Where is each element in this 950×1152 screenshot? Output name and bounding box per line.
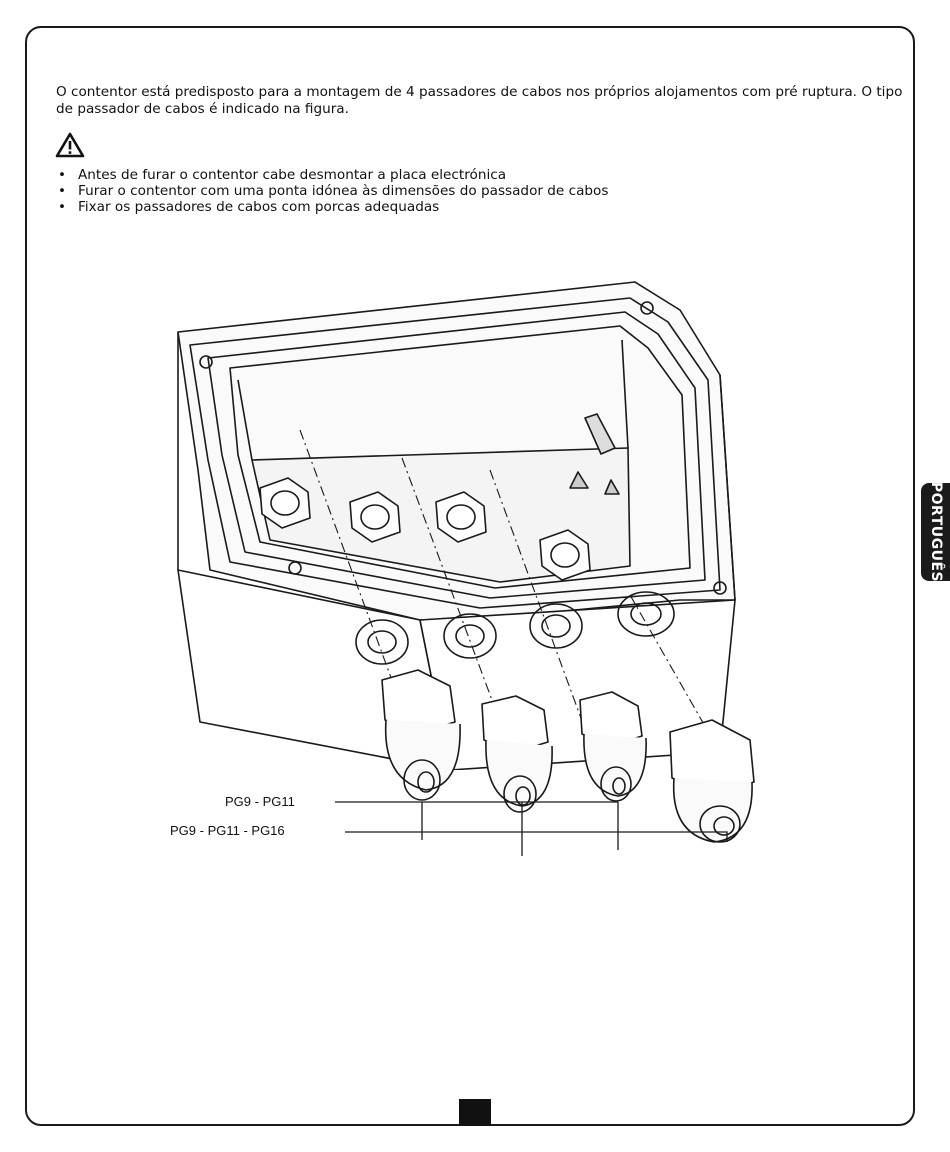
page-marker — [459, 1099, 491, 1126]
cable-gland-pg9-a — [481, 695, 553, 813]
enclosure-cable-gland-drawing — [177, 281, 736, 770]
cable-gland-pg16 — [669, 719, 755, 843]
cable-gland-pg11 — [381, 669, 461, 801]
instruction-list: Antes de furar o contentor cabe desmonta… — [56, 167, 608, 215]
instruction-item: Antes de furar o contentor cabe desmonta… — [56, 167, 608, 183]
cable-glands-drawing — [381, 669, 755, 843]
language-tab-label: PORTUGUÊS — [927, 481, 944, 583]
inner-nuts — [259, 471, 620, 581]
instruction-item: Furar o contentor com uma ponta idónea à… — [56, 183, 608, 199]
label-pg9-pg11-pg16: PG9 - PG11 - PG16 — [170, 823, 285, 838]
label-pg9-pg11: PG9 - PG11 — [225, 794, 295, 809]
knockout-holes — [355, 591, 675, 665]
intro-paragraph: O contentor está predisposto para a mont… — [56, 84, 903, 117]
warning-triangle-icon — [55, 132, 85, 158]
language-tab: PORTUGUÊS — [921, 481, 950, 583]
instruction-item: Fixar os passadores de cabos com porcas … — [56, 199, 608, 215]
cable-gland-pg9-b — [579, 691, 647, 802]
